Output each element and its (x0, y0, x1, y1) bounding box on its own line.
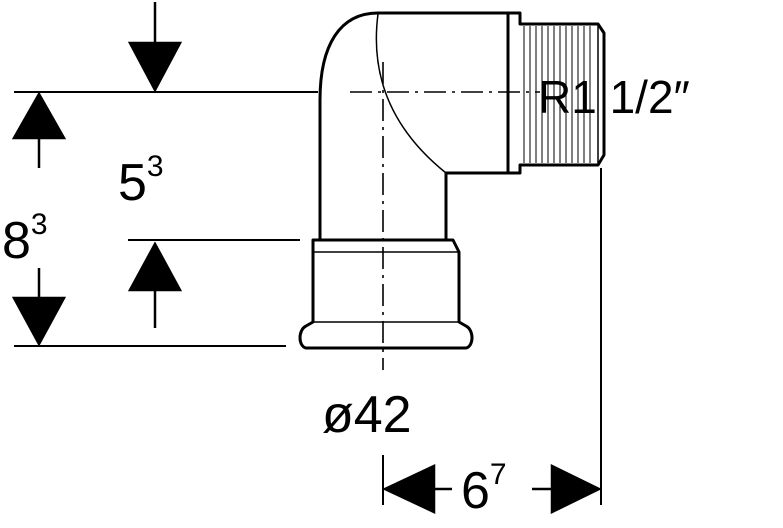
dimension-arrows-left (11, 2, 183, 347)
dimension-height-upper: 53 (118, 150, 164, 212)
dimension-height-upper-sup: 3 (147, 150, 164, 183)
arrow-top-head (127, 41, 183, 93)
elbow-fitting (298, 11, 606, 350)
arrow-8-up-head (11, 91, 67, 140)
arrow-width-left-head (382, 464, 436, 514)
thread-section (506, 11, 606, 175)
center-lines (350, 62, 540, 370)
arrow-8-down-head (11, 296, 67, 347)
arrow-width-right-head (550, 463, 602, 515)
elbow-outline (318, 11, 508, 242)
press-socket (298, 238, 474, 350)
dimension-width-sup: 7 (490, 458, 507, 491)
extension-lines (14, 91, 602, 505)
dimension-width-base: 6 (461, 462, 490, 520)
dimension-height-total-sup: 3 (31, 208, 48, 241)
elbow-inner-curve (375, 13, 447, 174)
thread-hatching (523, 26, 591, 163)
dimension-width: 67 (461, 458, 507, 520)
thread-label: R1 1/2″ (538, 71, 690, 123)
dimension-height-total: 83 (2, 208, 48, 270)
dimension-height-upper-base: 5 (118, 154, 147, 212)
dimension-height-total-base: 8 (2, 212, 31, 270)
dimension-arrows-bottom (382, 463, 602, 515)
arrow-5-up-head (127, 241, 183, 292)
diameter-label: ø42 (322, 386, 412, 444)
